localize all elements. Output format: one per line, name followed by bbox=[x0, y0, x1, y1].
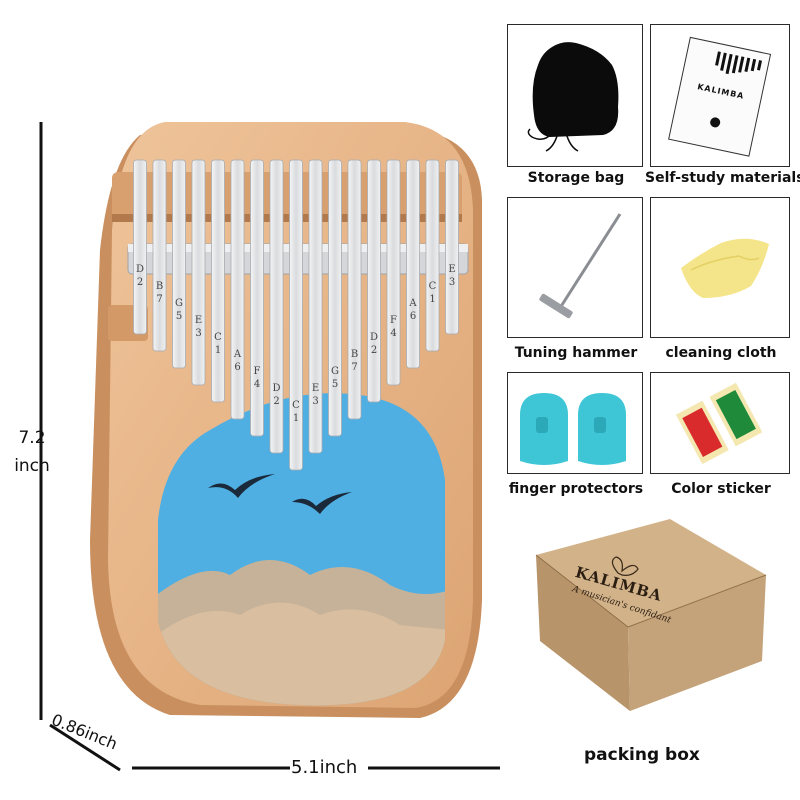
width-label: 5.1inch bbox=[291, 757, 358, 778]
tine bbox=[172, 159, 186, 369]
tine bbox=[133, 159, 147, 335]
storage-bag-icon bbox=[527, 42, 619, 152]
storage-bag-label: Storage bag bbox=[527, 170, 625, 186]
packing-box-label: packing box bbox=[584, 745, 700, 765]
self-study-card: KALIMBA bbox=[650, 24, 790, 167]
height-value: 7.2 bbox=[18, 428, 46, 448]
tine bbox=[269, 159, 284, 454]
tine bbox=[425, 159, 440, 352]
height-label: 7.2 inch bbox=[6, 428, 58, 476]
tuning-hammer-card bbox=[507, 197, 643, 338]
bird-icon bbox=[292, 492, 352, 514]
tine bbox=[367, 159, 381, 403]
cleaning-cloth-card bbox=[650, 197, 790, 338]
finger-protectors-label: finger protectors bbox=[508, 481, 644, 497]
tine bbox=[347, 159, 362, 420]
tine bbox=[191, 159, 206, 386]
color-sticker-icon bbox=[675, 382, 763, 465]
tuning-hammer-label: Tuning hammer bbox=[514, 345, 638, 361]
tine bbox=[152, 159, 167, 352]
cleaning-cloth-label: cleaning cloth bbox=[665, 345, 777, 361]
finger-protectors-icon bbox=[520, 393, 626, 465]
depth-dimension-line bbox=[49, 723, 121, 772]
packing-box bbox=[535, 519, 767, 711]
height-unit: inch bbox=[14, 456, 50, 476]
tine bbox=[328, 159, 342, 437]
tuning-hammer-icon bbox=[539, 213, 622, 319]
tine bbox=[308, 159, 323, 454]
tine bbox=[406, 159, 420, 369]
finger-protectors-card bbox=[507, 372, 643, 474]
storage-bag-card bbox=[507, 24, 643, 167]
tine bbox=[445, 159, 459, 335]
tine bbox=[211, 159, 225, 403]
tine bbox=[386, 159, 401, 386]
color-sticker-card bbox=[650, 372, 790, 474]
tine bbox=[250, 159, 264, 437]
booklet-icon bbox=[668, 36, 772, 157]
color-sticker-label: Color sticker bbox=[671, 481, 771, 497]
bird-icon bbox=[208, 474, 275, 498]
cleaning-cloth-icon bbox=[681, 238, 769, 298]
tine bbox=[230, 159, 245, 420]
self-study-label: Self-study materials bbox=[645, 170, 800, 186]
tine bbox=[289, 159, 303, 471]
